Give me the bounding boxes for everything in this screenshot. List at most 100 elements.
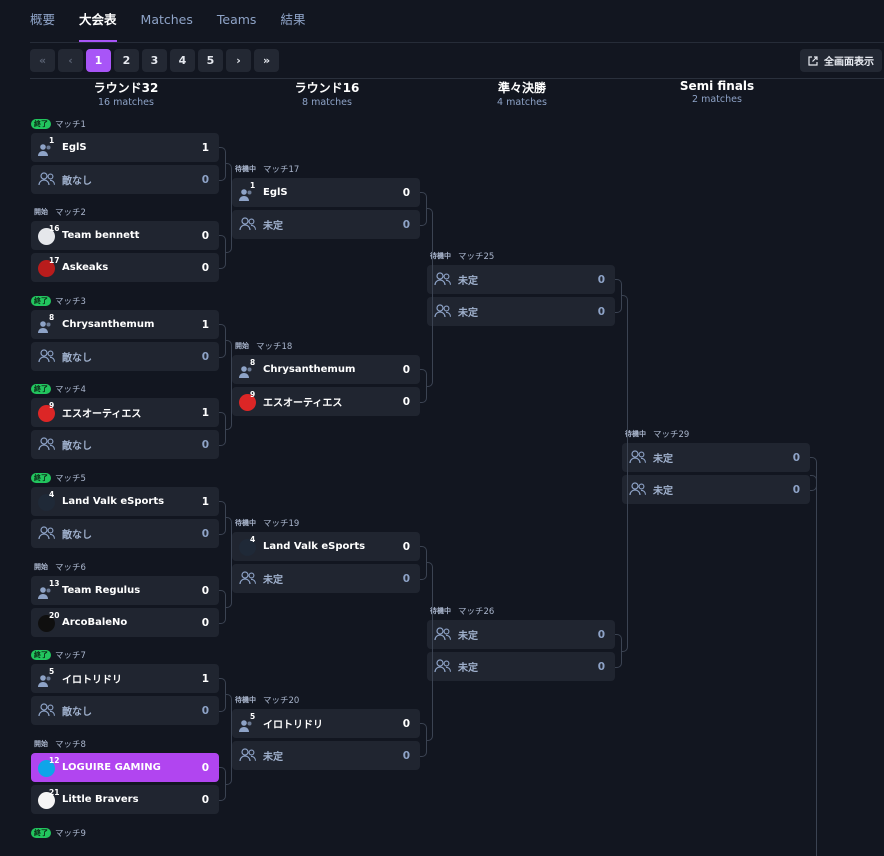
- connector-line: [621, 295, 628, 652]
- team-name: エスオーティエス: [62, 409, 142, 420]
- match-label: 開始マッチ2: [31, 206, 86, 218]
- next-page-button[interactable]: ›: [226, 49, 251, 72]
- match-label: 終了マッチ3: [31, 295, 86, 307]
- match-label: 待機中マッチ20: [232, 694, 299, 706]
- team-logo: 9: [239, 390, 259, 411]
- match-label: 待機中マッチ25: [427, 250, 494, 262]
- team-score: 0: [402, 540, 410, 553]
- match-name: マッチ20: [263, 696, 300, 706]
- prev-page-button[interactable]: ‹: [58, 49, 83, 72]
- page-3-button[interactable]: 3: [142, 49, 167, 72]
- seed-number: 21: [49, 787, 60, 797]
- connector-line: [225, 340, 232, 430]
- team-score: 0: [201, 261, 209, 274]
- tab-overview[interactable]: 概要: [30, 12, 56, 27]
- match-name: マッチ17: [263, 165, 300, 175]
- team-score: 0: [201, 761, 209, 774]
- team-name: 未定: [263, 221, 283, 232]
- first-page-button[interactable]: «: [30, 49, 55, 72]
- empty-team-icon: [239, 216, 257, 230]
- user-group-icon: 5: [38, 667, 58, 688]
- empty-team-icon: [38, 171, 58, 189]
- match-name: マッチ2: [55, 208, 86, 218]
- fullscreen-button[interactable]: 全画面表示: [800, 49, 882, 72]
- page-5-button[interactable]: 5: [198, 49, 223, 72]
- round-subtitle: 4 matches: [497, 97, 547, 108]
- empty-team-icon: [629, 449, 649, 467]
- team-score: 1: [201, 141, 209, 154]
- team-logo: 17: [38, 256, 59, 277]
- match-name: マッチ1: [55, 120, 86, 130]
- team-name: Team Regulus: [62, 585, 141, 596]
- last-page-button[interactable]: »: [254, 49, 279, 72]
- team-name: 敵なし: [62, 176, 92, 187]
- empty-team-icon: [38, 525, 56, 539]
- team-name: 未定: [653, 486, 673, 497]
- match-name: マッチ7: [55, 651, 86, 661]
- team-name: 未定: [458, 663, 478, 674]
- page-2-button[interactable]: 2: [114, 49, 139, 72]
- seed-number: 9: [49, 400, 55, 410]
- tab-teams[interactable]: Teams: [216, 12, 257, 27]
- team-name: Askeaks: [62, 262, 109, 273]
- team-score: 0: [201, 616, 209, 629]
- empty-team-icon: [38, 171, 56, 185]
- match-label: 待機中マッチ29: [622, 428, 689, 440]
- team-name: Little Bravers: [62, 794, 139, 805]
- match-name: マッチ25: [458, 252, 495, 262]
- tab-matches[interactable]: Matches: [140, 12, 193, 27]
- tab-results[interactable]: 結果: [280, 12, 306, 27]
- team-name: Chrysanthemum: [62, 319, 155, 330]
- page-4-button[interactable]: 4: [170, 49, 195, 72]
- status-badge: 待機中: [430, 252, 451, 260]
- empty-team-icon: [434, 658, 452, 672]
- seed-number: 1: [49, 135, 55, 145]
- empty-team-icon: [38, 525, 58, 543]
- connector-line: [810, 457, 817, 491]
- empty-team-icon: [38, 436, 56, 450]
- team-name: 未定: [263, 575, 283, 586]
- match-label: 終了マッチ1: [31, 118, 86, 130]
- connector-line: [225, 694, 232, 785]
- page-1-button[interactable]: 1: [86, 49, 111, 72]
- round-header: 準々決勝 4 matches: [427, 79, 617, 108]
- team-score: 0: [201, 350, 209, 363]
- tab-bracket[interactable]: 大会表: [79, 0, 117, 42]
- round-title: 準々決勝: [497, 81, 546, 95]
- team-score: 0: [201, 704, 209, 717]
- empty-team-icon: [239, 570, 259, 588]
- status-badge: 待機中: [625, 430, 646, 438]
- team-score: 0: [201, 438, 209, 451]
